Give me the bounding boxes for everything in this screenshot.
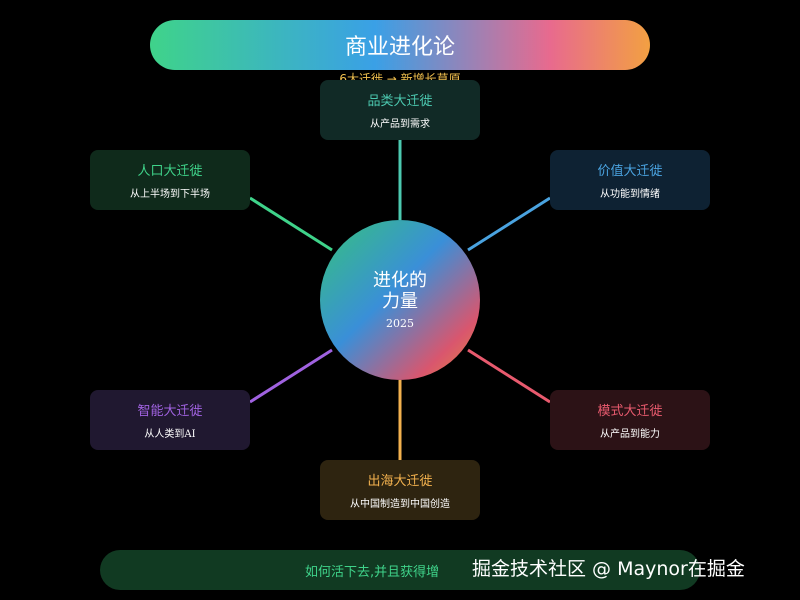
node-subtitle: 从产品到能力 bbox=[600, 429, 660, 440]
center-title-line2: 力量 bbox=[382, 291, 418, 312]
footer-text: 如何活下去,并且获得增 bbox=[305, 565, 440, 580]
center-year: 2025 bbox=[386, 317, 414, 330]
title-banner: 商业进化论 bbox=[150, 20, 650, 70]
node-intelligence: 智能大迁徙 从人类到AI bbox=[90, 390, 250, 450]
node-population: 人口大迁徙 从上半场到下半场 bbox=[90, 150, 250, 210]
node-subtitle: 从人类到AI bbox=[144, 429, 196, 440]
node-title: 出海大迁徙 bbox=[367, 474, 433, 489]
node-model: 模式大迁徙 从产品到能力 bbox=[550, 390, 710, 450]
center-circle: 进化的 力量 2025 bbox=[320, 220, 480, 380]
connector-bottom-left bbox=[249, 348, 333, 404]
node-title: 智能大迁徙 bbox=[137, 404, 203, 419]
diagram-title: 商业进化论 bbox=[344, 35, 455, 60]
node-overseas: 出海大迁徙 从中国制造到中国创造 bbox=[320, 460, 480, 520]
node-subtitle: 从上半场到下半场 bbox=[130, 189, 210, 200]
node-title: 模式大迁徙 bbox=[597, 404, 663, 419]
node-subtitle: 从功能到情绪 bbox=[600, 189, 660, 200]
footer-banner: 如何活下去,并且获得增 bbox=[100, 550, 700, 590]
node-title: 品类大迁徙 bbox=[367, 94, 433, 109]
node-title: 价值大迁徙 bbox=[597, 164, 663, 179]
watermark: 掘金技术社区 @ Maynor在掘金 bbox=[472, 558, 745, 580]
connector-top-right bbox=[467, 196, 551, 252]
connector-bottom-right bbox=[467, 348, 551, 404]
node-subtitle: 从中国制造到中国创造 bbox=[350, 499, 450, 510]
node-value: 价值大迁徙 从功能到情绪 bbox=[550, 150, 710, 210]
node-title: 人口大迁徙 bbox=[137, 164, 203, 179]
center-title-line1: 进化的 bbox=[373, 270, 427, 291]
node-subtitle: 从产品到需求 bbox=[370, 119, 430, 130]
node-category: 品类大迁徙 从产品到需求 bbox=[320, 80, 480, 140]
connector-top-left bbox=[249, 196, 333, 252]
